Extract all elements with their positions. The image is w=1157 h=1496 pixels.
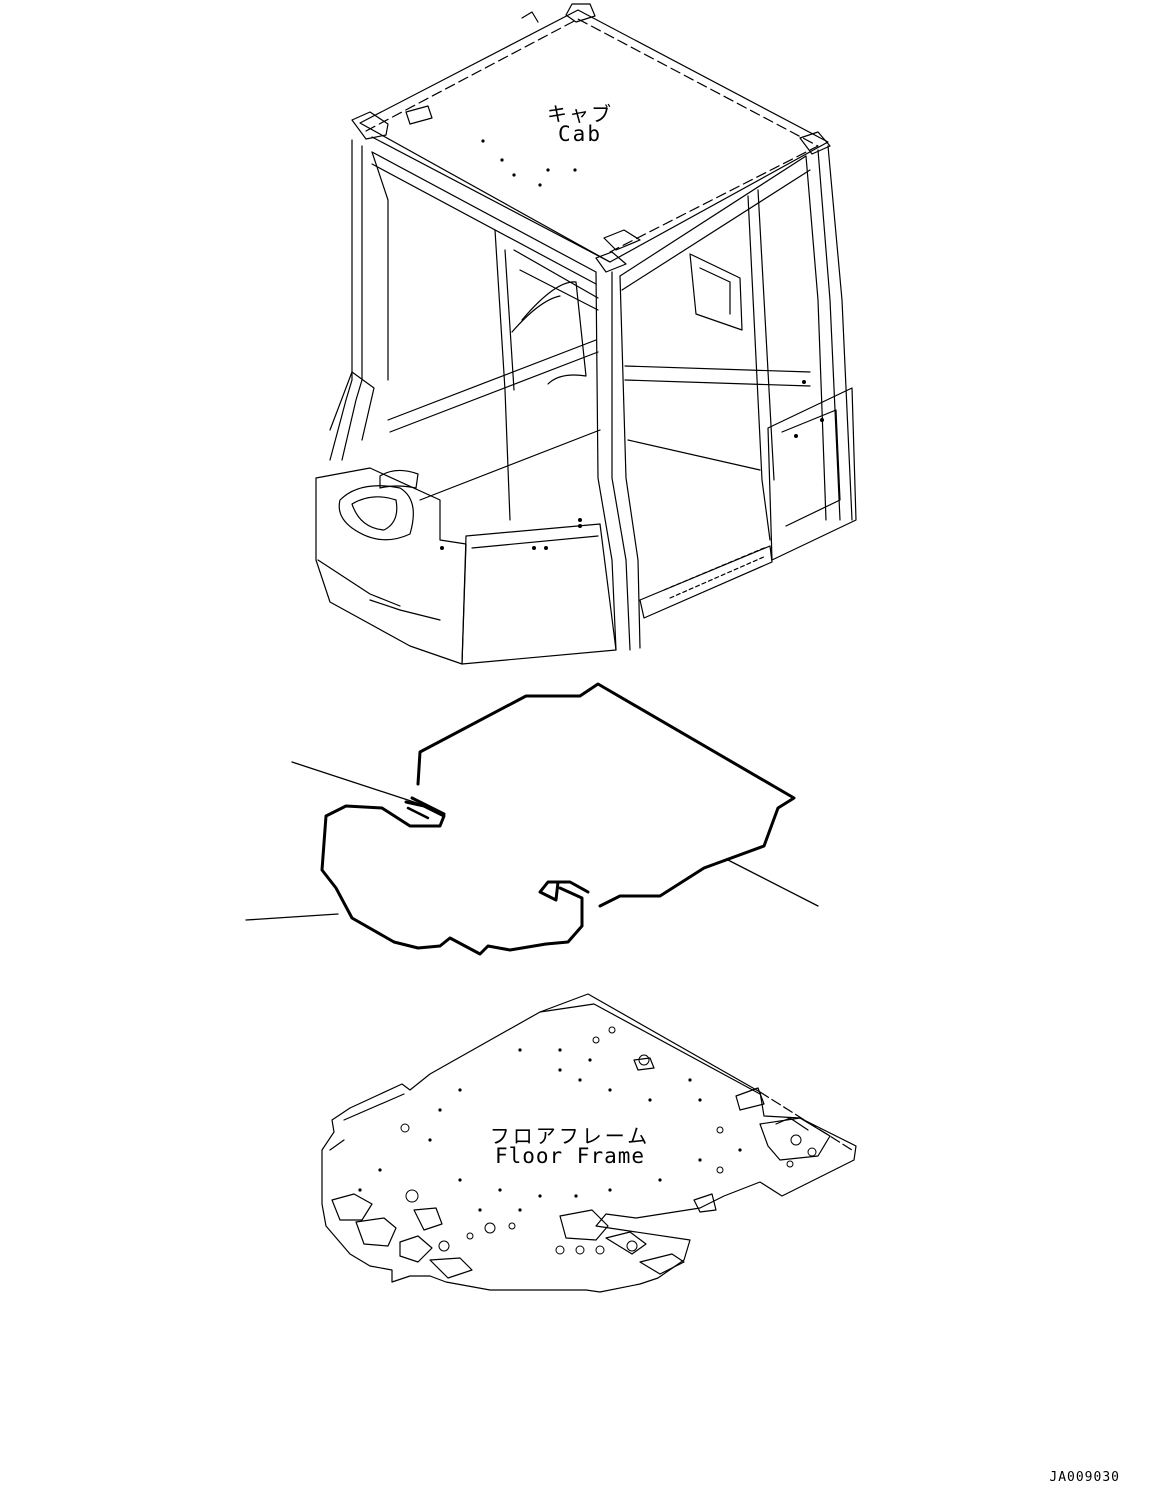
floor-frame-label-english: Floor Frame — [494, 1144, 646, 1168]
cab-label-english: Cab — [558, 122, 602, 146]
drawing-id: JA009030 — [1049, 1470, 1120, 1485]
cab-label-japanese: キャブ — [547, 102, 613, 126]
floor-frame-label-japanese: フロアフレーム — [489, 1124, 651, 1148]
leader-lines — [245, 761, 819, 921]
floor-frame-illustration — [321, 993, 857, 1293]
cab-illustration — [315, 3, 857, 665]
floor-seal-gasket — [320, 682, 796, 956]
